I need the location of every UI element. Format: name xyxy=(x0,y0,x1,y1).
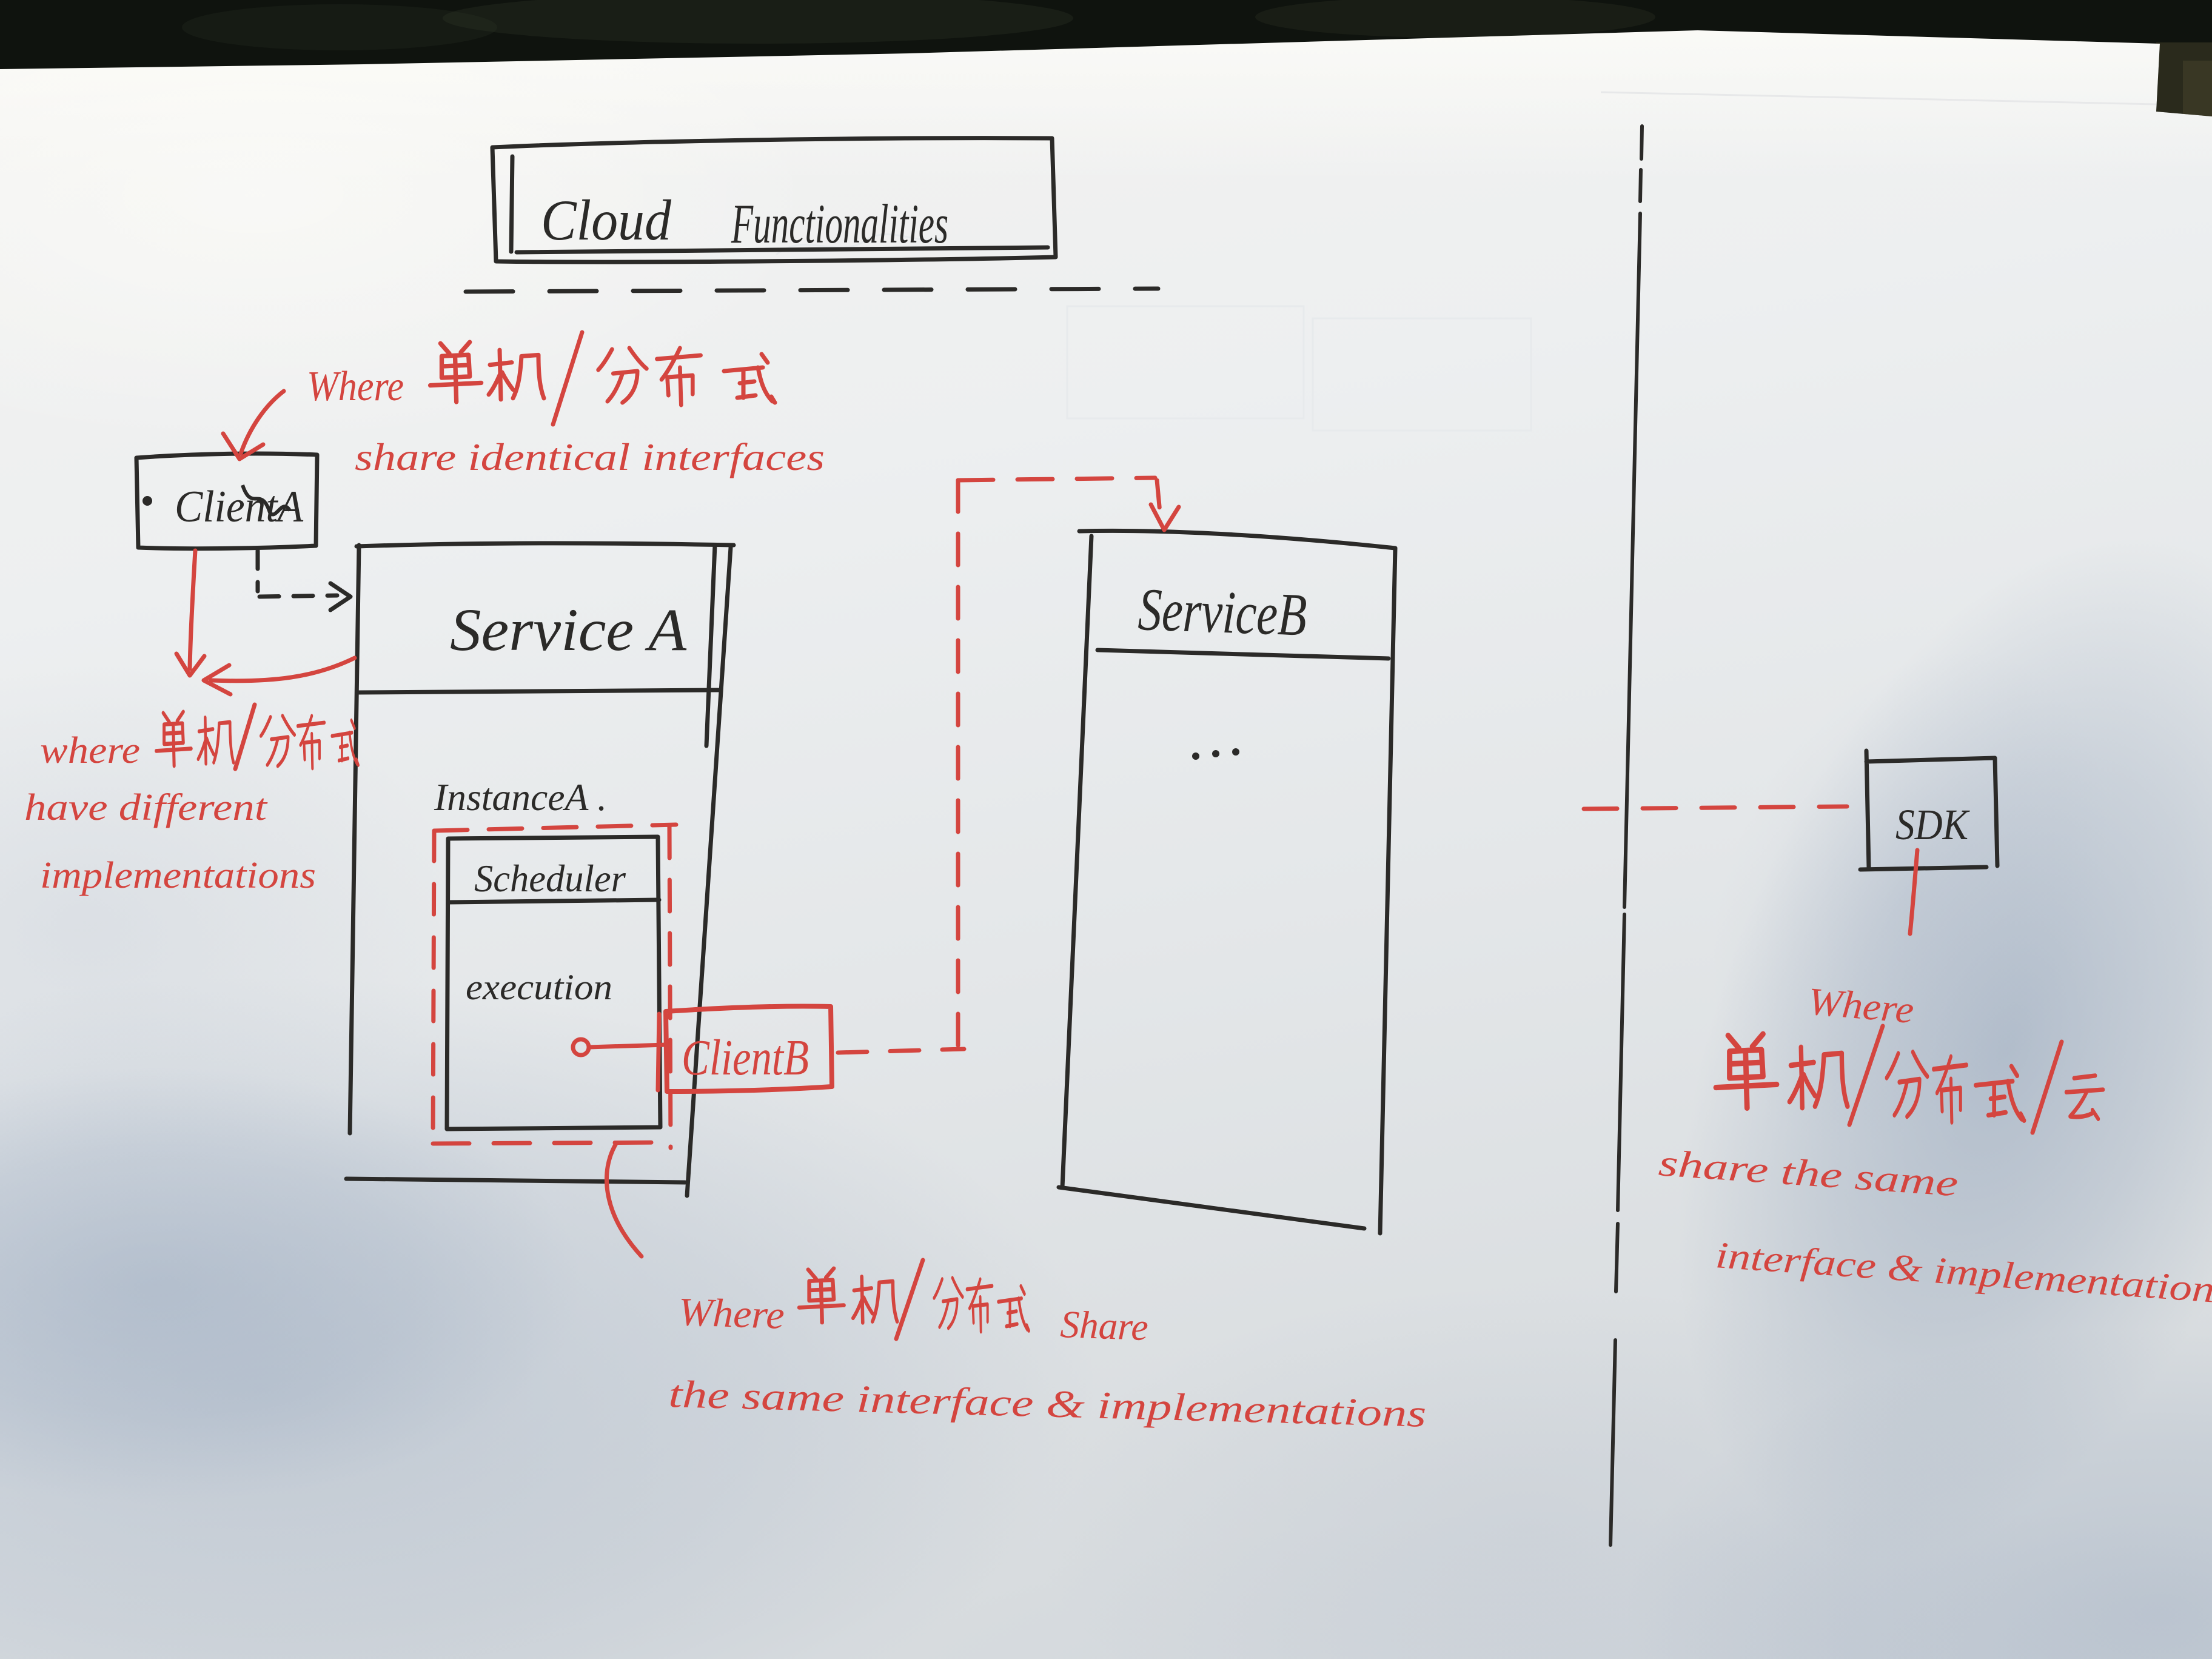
svg-text:SDK: SDK xyxy=(1895,800,1970,849)
svg-text:Cloud: Cloud xyxy=(541,188,671,252)
svg-text:where: where xyxy=(40,730,140,771)
svg-text:Where: Where xyxy=(307,363,404,410)
svg-text:Where: Where xyxy=(1806,979,1916,1031)
svg-text:Share: Share xyxy=(1060,1302,1149,1349)
svg-text:implementations: implementations xyxy=(40,855,316,896)
svg-text:share identical interfaces: share identical interfaces xyxy=(355,435,825,478)
svg-text:have different: have different xyxy=(24,787,268,828)
svg-text:Where: Where xyxy=(677,1290,785,1338)
svg-text:execution: execution xyxy=(466,967,612,1007)
svg-text:Service A: Service A xyxy=(450,596,687,663)
svg-text:Scheduler: Scheduler xyxy=(474,857,626,900)
svg-text:ServiceB: ServiceB xyxy=(1137,575,1308,649)
svg-text:Functionalities: Functionalities xyxy=(731,193,948,255)
svg-text:InstanceA .: InstanceA . xyxy=(434,776,607,819)
svg-text:ClientB: ClientB xyxy=(682,1030,809,1086)
